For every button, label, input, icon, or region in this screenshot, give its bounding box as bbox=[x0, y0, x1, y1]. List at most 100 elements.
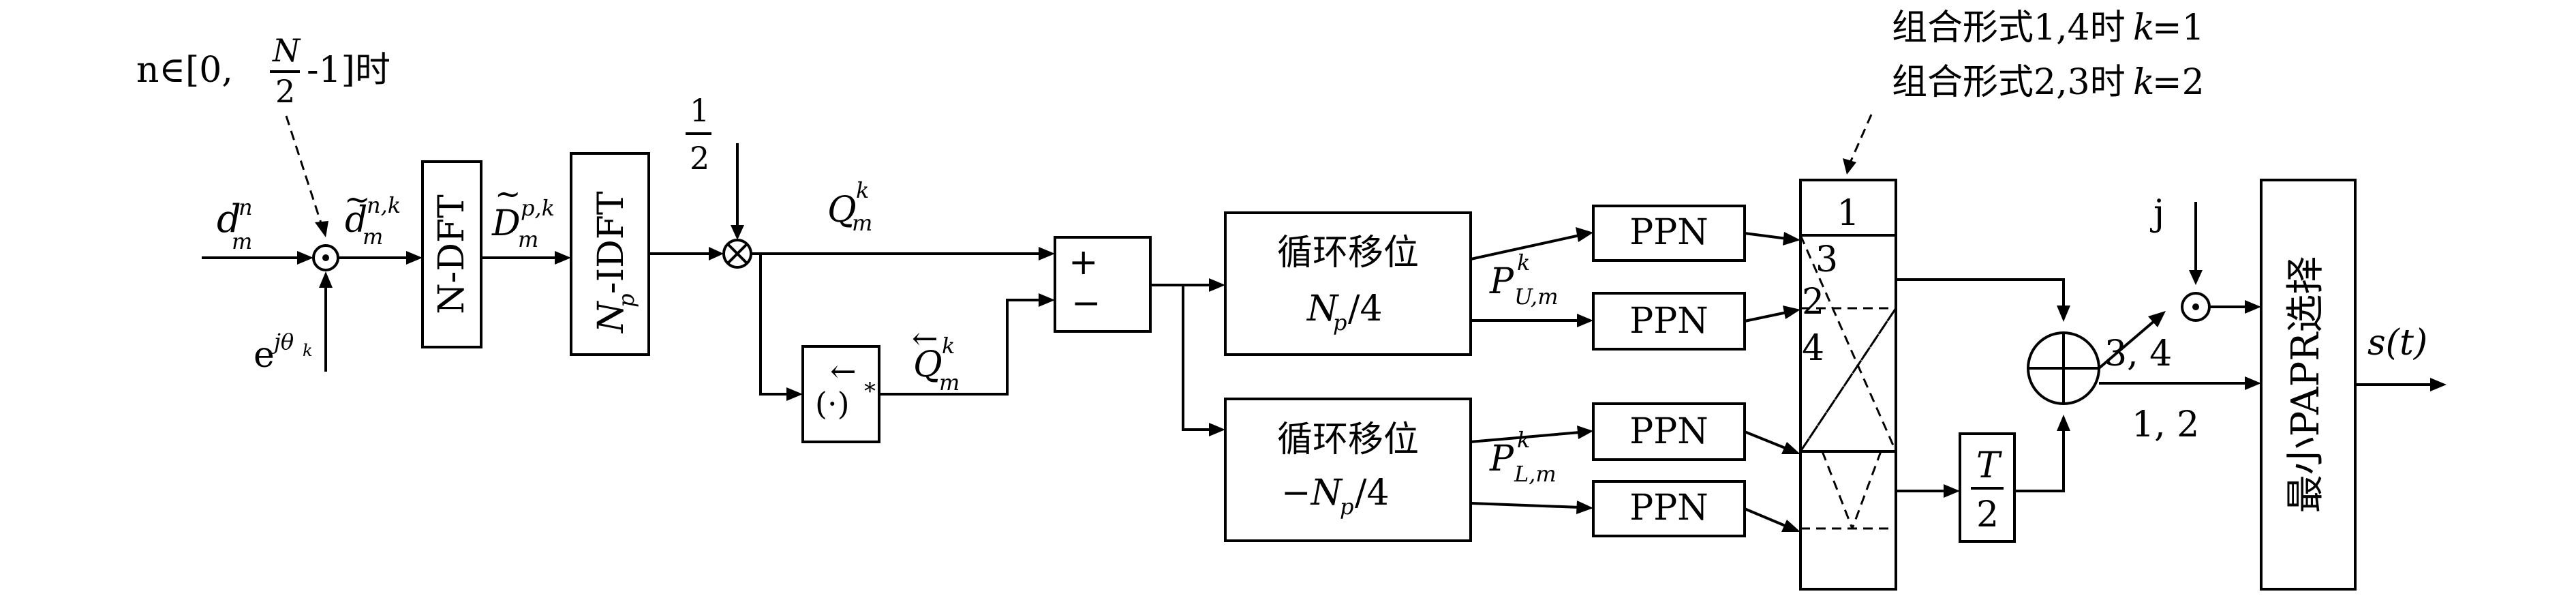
arrow-sw4 bbox=[1781, 520, 1800, 532]
input-d-sup: n bbox=[239, 194, 253, 220]
after-dft-sub: m bbox=[518, 226, 538, 252]
arrow-ppn3 bbox=[1577, 426, 1593, 439]
arrow-to-scaler bbox=[709, 247, 724, 260]
conj-block bbox=[801, 345, 880, 443]
condition-text: n∈[0, bbox=[136, 50, 233, 91]
p-down-sub: L,m bbox=[1514, 461, 1557, 487]
p-up-sup: k bbox=[1517, 250, 1530, 275]
j-arrow bbox=[2189, 270, 2203, 285]
q-rev-sup: k bbox=[942, 333, 955, 359]
arrow-to-idft bbox=[555, 251, 571, 265]
phase-sup-sub: k bbox=[303, 341, 313, 360]
shift-down-block bbox=[1224, 398, 1472, 542]
p-up-label: P k U,m bbox=[1489, 250, 1559, 310]
wire-to-shift-down bbox=[1182, 285, 1212, 431]
summer-plus: + bbox=[1069, 242, 1099, 283]
multiplier-dot-center bbox=[322, 254, 329, 261]
half-den: 2 bbox=[690, 140, 709, 177]
arrow-shift-down bbox=[1209, 423, 1225, 436]
shift-down-p: p bbox=[1340, 494, 1353, 520]
shift-up-line2: N p /4 bbox=[1306, 288, 1383, 336]
phase-label: e jθ k bbox=[254, 329, 313, 376]
p-down-label: P k L,m bbox=[1489, 427, 1557, 487]
combo-note: 组合形式1,4时 k =1 组合形式2,3时 k =2 bbox=[1892, 8, 2205, 103]
summer-minus: − bbox=[1071, 283, 1101, 324]
shift-up-p: p bbox=[1333, 310, 1347, 336]
wire-switch-top bbox=[1896, 278, 2065, 308]
npidft-label: N p -IDFT bbox=[591, 191, 639, 334]
branch-bottom-label: 1, 2 bbox=[2132, 404, 2199, 445]
arrow-to-delay bbox=[1944, 484, 1960, 498]
condition-pointer bbox=[285, 115, 323, 226]
p-down-base: P bbox=[1489, 438, 1514, 479]
branch-up-wire bbox=[2098, 319, 2156, 370]
ppn-block-1 bbox=[1592, 205, 1746, 262]
papr-select-block bbox=[2260, 179, 2357, 591]
combo-note-line2: 组合形式2,3时 bbox=[1892, 62, 2126, 103]
p-up-sub: U,m bbox=[1514, 284, 1559, 310]
q-rev-label: ← Q k m bbox=[912, 320, 960, 396]
arrow-to-conj bbox=[786, 387, 803, 401]
switch-cross-4 bbox=[1821, 451, 1854, 529]
after-dft-label: D ~ p,k m bbox=[491, 175, 555, 252]
input-d: d bbox=[217, 197, 241, 241]
combo-note-line1-k: k bbox=[2133, 8, 2155, 48]
summer-block bbox=[1054, 236, 1152, 333]
wire-sw1 bbox=[1744, 232, 1788, 240]
q-base: Q bbox=[827, 190, 857, 230]
input-signal-label: d n m bbox=[217, 194, 253, 254]
conj-star: * bbox=[864, 378, 876, 405]
combo-note-line2-val: =2 bbox=[2152, 62, 2205, 103]
switch-cross-1 bbox=[1799, 235, 1897, 452]
half-arrow bbox=[731, 225, 744, 240]
npidft-label-n: N bbox=[591, 301, 632, 334]
after-mult-sub: m bbox=[363, 224, 383, 250]
combo-pointer bbox=[1850, 114, 1873, 162]
q-rev-sub: m bbox=[939, 370, 960, 396]
branch-down-arrow bbox=[2245, 376, 2261, 390]
q-label: Q k m bbox=[827, 177, 872, 236]
condition-frac-den: 2 bbox=[275, 73, 295, 110]
switch-label-1: 1 bbox=[1837, 193, 1859, 234]
q-sub: m bbox=[852, 210, 872, 236]
wire-ppn1 bbox=[1470, 234, 1580, 260]
q-rev-base: Q bbox=[913, 344, 942, 385]
phase-arrow bbox=[319, 271, 333, 288]
combo-pointer-head bbox=[1843, 158, 1856, 175]
ppn-label-1: PPN bbox=[1629, 212, 1708, 253]
after-mult-tilde: ~ bbox=[344, 181, 371, 218]
after-mult-d: d bbox=[345, 200, 367, 241]
shift-up-tail: /4 bbox=[1348, 288, 1383, 329]
half-label: 1 2 bbox=[686, 92, 711, 177]
q-rev-arrow: ← bbox=[912, 320, 938, 357]
switch-cross-5 bbox=[1851, 451, 1882, 529]
condition-tail: -1]时 bbox=[307, 50, 390, 91]
arrow-sw3 bbox=[1781, 442, 1800, 454]
arrow-to-ndft bbox=[406, 251, 423, 265]
wire-to-conj bbox=[759, 254, 789, 396]
p-down-sup: k bbox=[1517, 427, 1530, 453]
branch-top-label: 3, 4 bbox=[2104, 333, 2172, 374]
combo-note-line1: 组合形式1,4时 bbox=[1892, 8, 2126, 48]
ppn-label-2: PPN bbox=[1629, 301, 1708, 342]
ppn-block-3 bbox=[1592, 402, 1746, 461]
papr-select-label: 最小PAPR选择 bbox=[2284, 256, 2328, 513]
after-dft-D: D bbox=[491, 203, 521, 244]
output-label: s(t) bbox=[2367, 323, 2427, 363]
branch-up-arrow bbox=[2148, 311, 2166, 327]
ppn-label-3: PPN bbox=[1629, 411, 1708, 452]
arrow-ppn1 bbox=[1576, 227, 1593, 242]
q-sup: k bbox=[856, 177, 869, 203]
arrow-shift-up bbox=[1209, 278, 1225, 292]
shift-up-n: N bbox=[1306, 288, 1339, 329]
ppn-label-4: PPN bbox=[1629, 488, 1708, 528]
ndft-block bbox=[421, 160, 482, 348]
delay-num: T bbox=[1976, 445, 2002, 486]
arrow-delay-out bbox=[2057, 415, 2070, 431]
arrow-sw1 bbox=[1783, 232, 1800, 245]
npidft-block bbox=[570, 152, 650, 356]
wire-delay-out bbox=[2014, 428, 2065, 492]
ndft-label: N-DFT bbox=[431, 194, 472, 314]
j-label: j bbox=[2150, 193, 2164, 234]
p-up-base: P bbox=[1489, 261, 1514, 302]
